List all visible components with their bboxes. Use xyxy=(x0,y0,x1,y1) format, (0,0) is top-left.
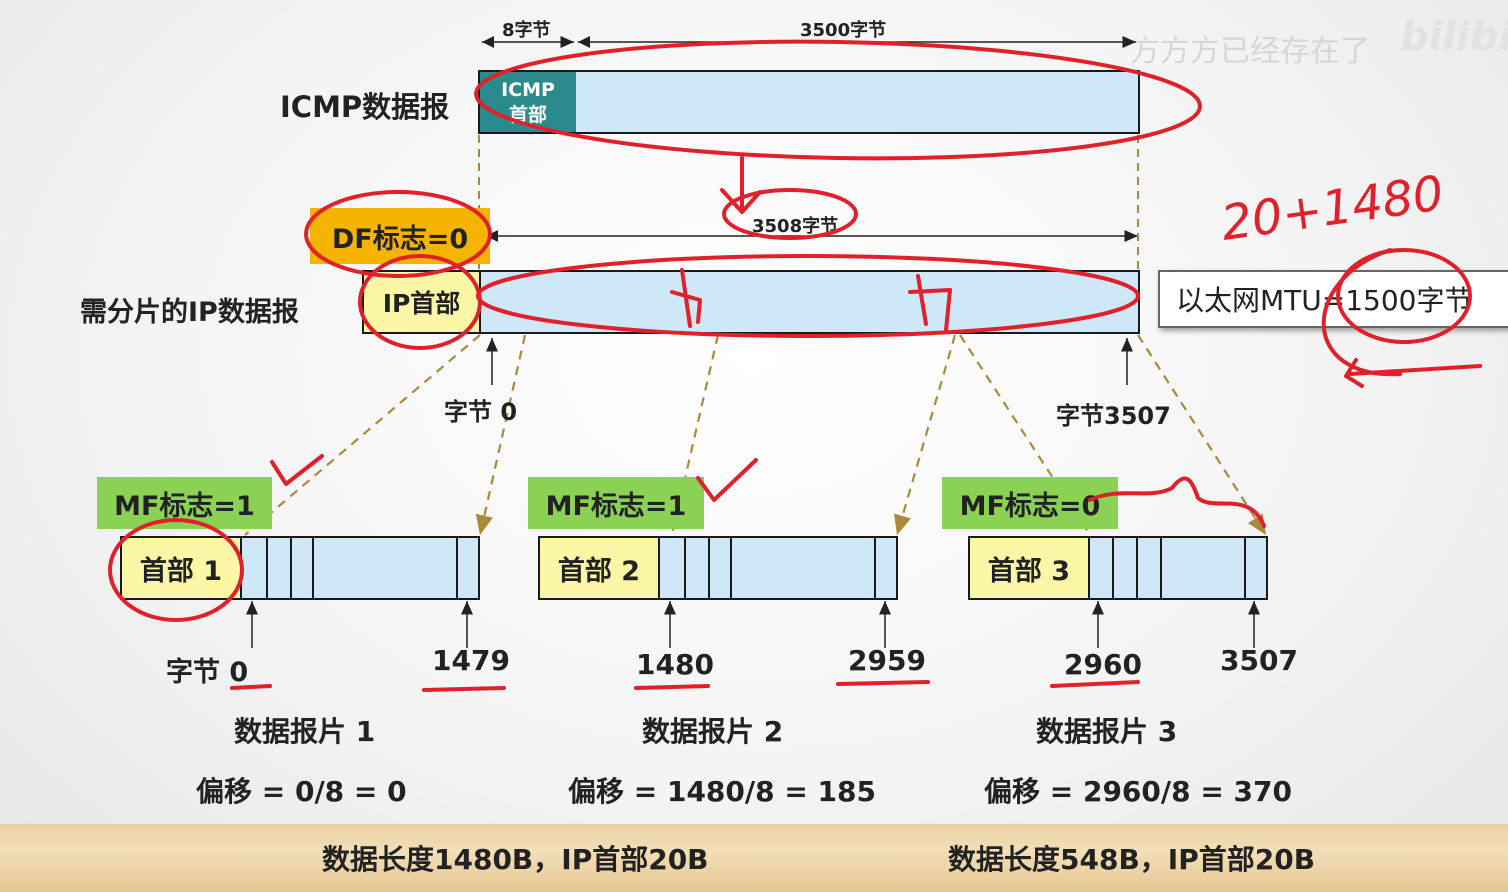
mf-flag-2: MF标志=1 xyxy=(528,477,704,529)
fragment-2-name: 数据报片 2 xyxy=(642,715,784,748)
fragment-2-header: 首部 2 xyxy=(540,538,660,598)
fragment-3-end: 3507 xyxy=(1220,644,1298,677)
fragment-1-offset: 偏移 = 0/8 = 0 xyxy=(196,775,407,808)
fragment-2-bar: 首部 2 xyxy=(538,536,898,600)
fragment-1-start-value: 0 xyxy=(229,657,249,688)
byte-start-label: 字节 0 xyxy=(444,398,518,426)
bilibili-logo: bilibili xyxy=(1400,14,1508,60)
fragment-1-end: 1479 xyxy=(432,644,510,677)
fragment-2-end: 2959 xyxy=(848,644,926,677)
icmp-datagram-label: ICMP数据报 xyxy=(280,90,450,124)
fragment-1-bar: 首部 1 xyxy=(120,536,480,600)
fragment-3-start: 2960 xyxy=(1064,648,1142,681)
bytes3508-label: 3508字节 xyxy=(752,216,839,237)
mtu-box: 以太网MTU=1500字节 xyxy=(1158,270,1508,328)
fragment-3-offset: 偏移 = 2960/8 = 370 xyxy=(984,775,1293,808)
ip-header-block: IP首部 xyxy=(364,272,481,332)
df-flag-tag: DF标志=0 xyxy=(310,208,490,264)
footer-band xyxy=(0,824,1508,892)
footer-right-text: 数据长度548B，IP首部20B xyxy=(948,843,1316,876)
icmp-header-line1: ICMP xyxy=(501,79,555,101)
icmp-header-line2: 首部 xyxy=(508,104,547,126)
fragment-1-header: 首部 1 xyxy=(122,538,242,598)
fragment-3-bar: 首部 3 xyxy=(968,536,1268,600)
ip-datagram-label: 需分片的IP数据报 xyxy=(80,297,299,328)
fragment-2-start: 1480 xyxy=(636,648,714,681)
ip-datagram-bar: IP首部 xyxy=(362,270,1140,334)
footer-left-text: 数据长度1480B，IP首部20B xyxy=(322,843,709,876)
mf-flag-1: MF标志=1 xyxy=(97,477,272,529)
icmp-datagram-bar: ICMP 首部 xyxy=(478,70,1140,134)
icmp-header-block: ICMP 首部 xyxy=(480,72,576,132)
bytes8-label: 8字节 xyxy=(502,20,551,41)
fragment-3-name: 数据报片 3 xyxy=(1036,715,1178,748)
byte-prefix: 字节 xyxy=(166,657,220,688)
byte-end-label: 字节3507 xyxy=(1056,402,1171,430)
bytes3500-label: 3500字节 xyxy=(800,20,887,41)
fragment-2-offset: 偏移 = 1480/8 = 185 xyxy=(568,775,877,808)
mf-flag-3: MF标志=0 xyxy=(942,477,1118,529)
fragment-3-header: 首部 3 xyxy=(970,538,1090,598)
fragment-1-start: 字节 0 xyxy=(166,650,248,689)
fragment-1-name: 数据报片 1 xyxy=(234,715,376,748)
